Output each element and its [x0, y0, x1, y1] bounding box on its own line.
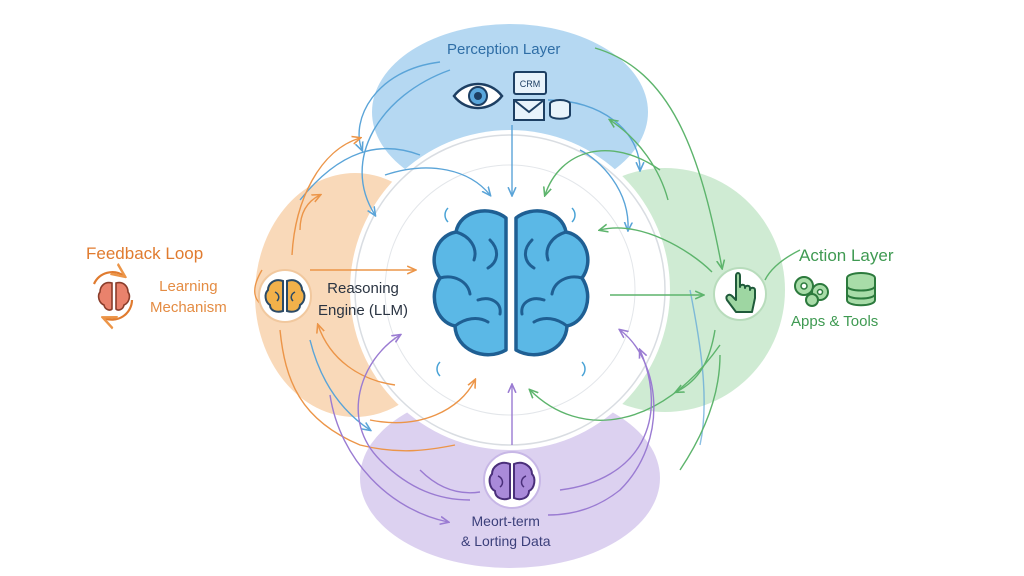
database-icon: [549, 99, 571, 120]
arrow: [384, 167, 490, 195]
database-stack-icon: [846, 272, 876, 307]
arrow: [279, 329, 456, 452]
gears-icon: [794, 276, 829, 307]
arrow: [299, 195, 320, 231]
arrow: [357, 335, 471, 501]
arrow: [610, 120, 669, 201]
arrow: [369, 380, 475, 424]
feedback-subtitle-line1: Learning: [159, 278, 218, 295]
arrow: [530, 344, 721, 421]
reasoning-label-line2: Engine (LLM): [318, 302, 409, 319]
crm-screen-icon: CRM: [513, 71, 547, 95]
mail-icon: [513, 99, 545, 121]
arrow: [764, 249, 801, 281]
arrow: [419, 469, 481, 494]
arrow: [559, 350, 653, 491]
brain-icon: [432, 209, 590, 357]
arrow: [291, 138, 360, 256]
arrow: [329, 394, 448, 522]
feedback-loop-title: Feedback Loop: [86, 244, 204, 263]
crm-text: CRM: [520, 79, 541, 89]
small-brain-icon: [264, 279, 306, 313]
action-layer-subtitle: Apps & Tools: [791, 313, 879, 330]
arrow: [299, 147, 421, 201]
memory-arrows: [329, 330, 655, 522]
reasoning-outer-ring: [354, 134, 666, 446]
arrow: [676, 329, 716, 392]
feedback-subtitle: Learning Mechanism: [150, 276, 227, 318]
eye-icon: [452, 82, 504, 110]
reasoning-core-circle: [350, 130, 670, 450]
action-arrows: [530, 47, 801, 471]
arrow: [679, 354, 721, 471]
pointer-hand-icon: [725, 272, 756, 313]
feedback-subtitle-line2: Mechanism: [150, 299, 227, 316]
reasoning-label-line1: Reasoning: [327, 280, 399, 297]
memory-layer-label: Meort-term & Lorting Data: [461, 511, 551, 551]
brain-corner-marks: [436, 207, 586, 377]
brain-cycle-icon: [92, 272, 134, 319]
action-layer-title: Action Layer: [799, 246, 894, 265]
memory-label-line1: Meort-term: [471, 513, 540, 529]
arrow: [600, 228, 713, 273]
arrow: [309, 339, 370, 430]
reasoning-inner-ring: [384, 164, 636, 416]
feedback-arrows: [254, 138, 475, 452]
arrow: [318, 325, 396, 386]
arrow: [361, 69, 451, 215]
memory-label-line2: & Lorting Data: [461, 533, 551, 549]
purple-brain-icon: [488, 461, 536, 501]
arrow: [594, 47, 722, 268]
reasoning-engine-label: Reasoning Engine (LLM): [318, 278, 408, 322]
arrow: [545, 149, 661, 195]
perception-layer-title: Perception Layer: [447, 41, 561, 58]
